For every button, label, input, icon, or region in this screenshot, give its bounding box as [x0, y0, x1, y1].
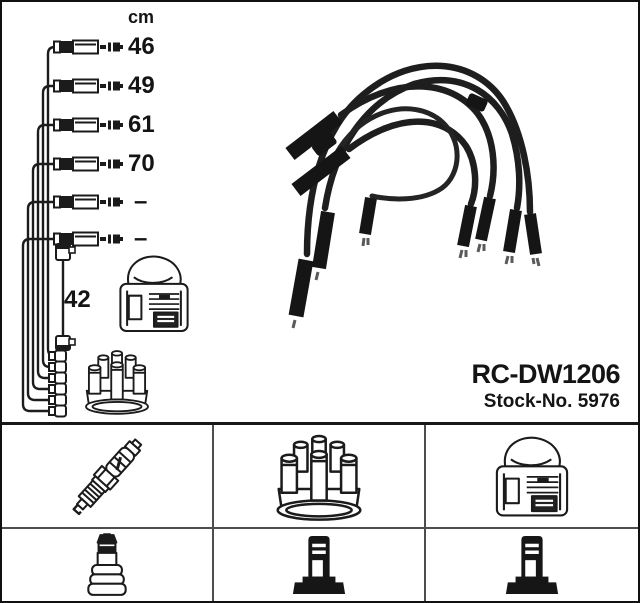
- stock-number: Stock-No. 5976: [483, 390, 620, 412]
- coil-lead-length: 42: [64, 286, 91, 313]
- cell-spark-plug-connector: [2, 529, 214, 601]
- cell-distributor-cap: [214, 425, 426, 529]
- cell-coil-connector: [426, 529, 638, 601]
- product-identification: RC-DW1206 Stock-No. 5976: [471, 359, 620, 413]
- lead-length-5: –: [134, 188, 148, 215]
- coil-lead: [55, 243, 76, 351]
- lead-length-6: –: [134, 225, 148, 252]
- coil-connector-icon: [505, 536, 559, 594]
- cell-spark-plug: [2, 425, 214, 529]
- lead-length-1: 46: [128, 33, 155, 60]
- cable-kit-line-art: [21, 39, 542, 418]
- distributor-end-connectors: [48, 349, 67, 418]
- lead-length-4: 70: [128, 150, 155, 177]
- diagram-section: cm 46 49 61 70 – – 42 RC-DW1206 Stock-No…: [2, 2, 638, 422]
- ignition-coil-icon: [495, 436, 569, 517]
- lead-length-2: 49: [128, 72, 155, 99]
- distributor-cap-drawing: [85, 350, 149, 415]
- distributor-connector-icon: [292, 536, 346, 594]
- cell-distributor-connector: [214, 529, 426, 601]
- lead-length-3: 61: [128, 111, 155, 138]
- distributor-cap-icon: [276, 434, 362, 521]
- unit-header: cm: [128, 7, 155, 27]
- cell-ignition-coil: [426, 425, 638, 529]
- lead-assemblies: [53, 39, 124, 247]
- product-code: RC-DW1206: [471, 359, 620, 389]
- spark-plug-icon: [66, 433, 148, 521]
- cable-set-photo: [285, 62, 542, 329]
- application-legend-table: [2, 422, 638, 601]
- ignition-coil-drawing: [119, 255, 189, 332]
- spark-plug-connector-icon: [87, 533, 127, 596]
